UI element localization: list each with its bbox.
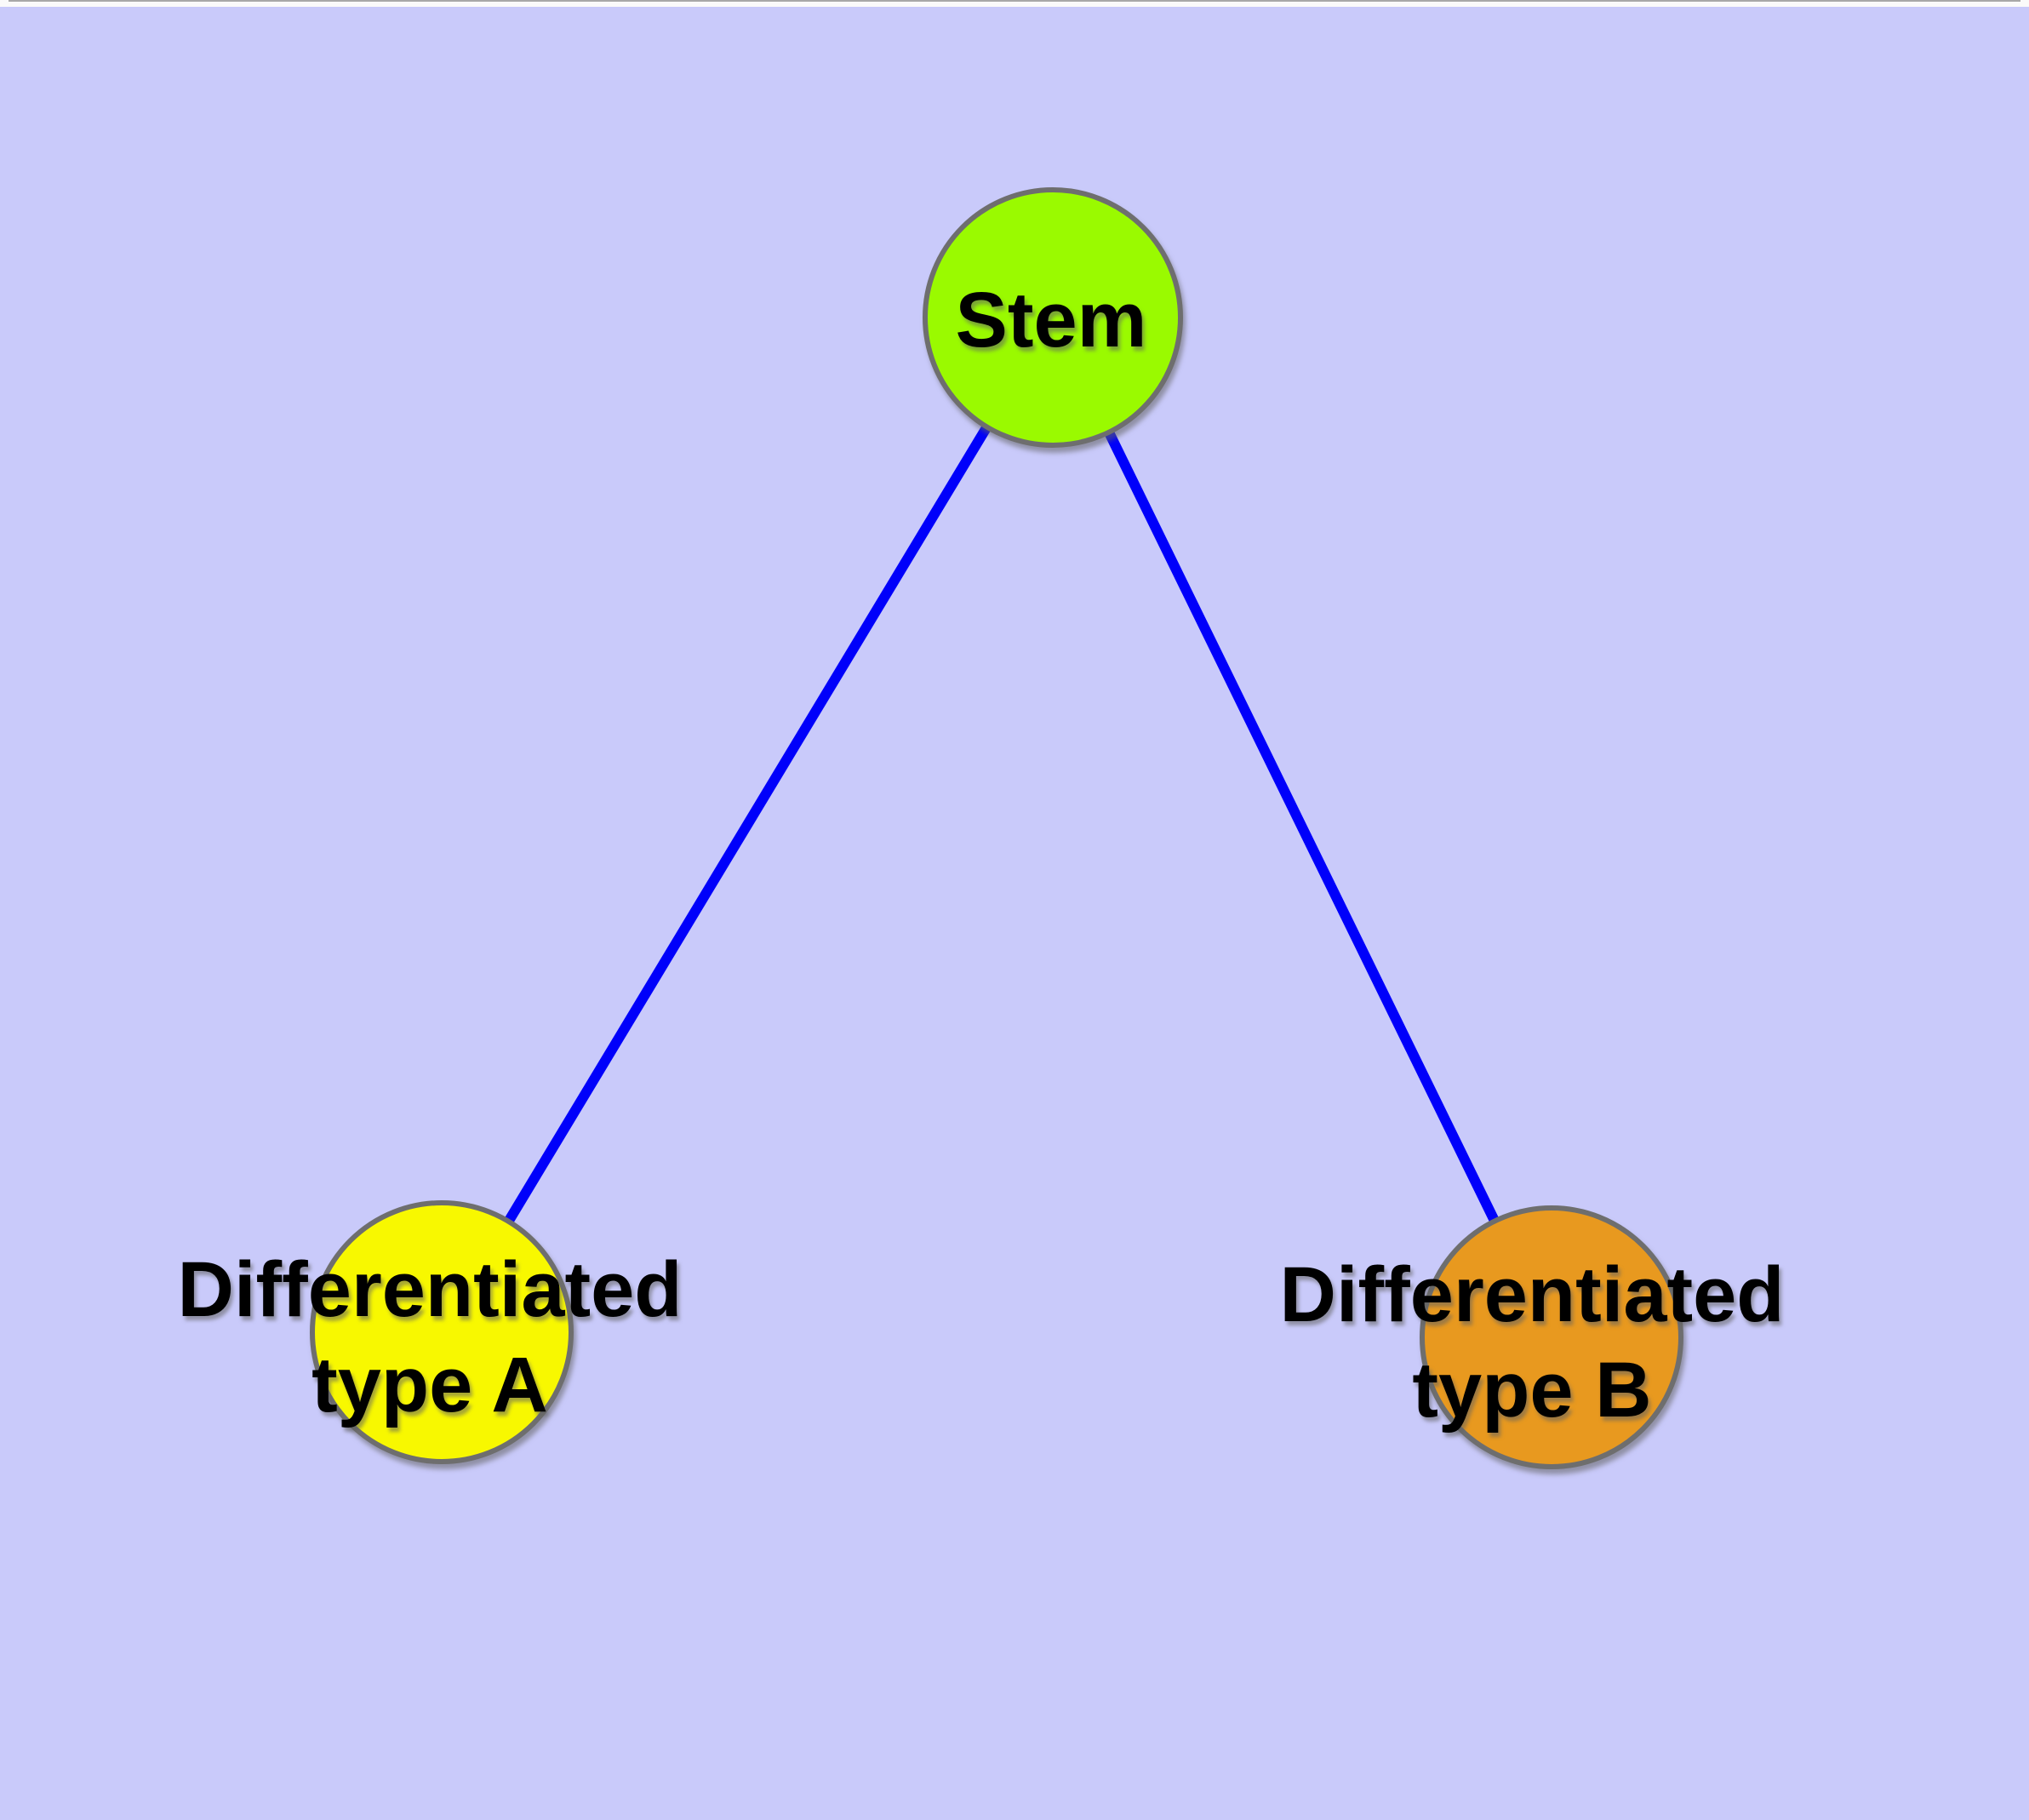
node-differentiated-type-b: Differentiated type B bbox=[1280, 1205, 1785, 1469]
node-differentiated-type-a-label-line1: Differentiated bbox=[178, 1246, 683, 1333]
node-stem-circle bbox=[923, 187, 1183, 448]
edge-stem-to-type-a bbox=[437, 314, 1058, 1336]
node-stem: Stem bbox=[923, 187, 1183, 448]
node-differentiated-type-a-circle bbox=[310, 1200, 574, 1464]
node-differentiated-type-b-label-line2: type B bbox=[1412, 1347, 1651, 1434]
node-differentiated-type-a-label-line2: type A bbox=[311, 1342, 548, 1428]
node-differentiated-type-b-circle bbox=[1420, 1205, 1683, 1469]
node-stem-label: Stem bbox=[956, 277, 1147, 363]
window-top-edge-line bbox=[9, 0, 2020, 2]
node-differentiated-type-a: Differentiated type A bbox=[178, 1200, 683, 1464]
window-top-edge bbox=[0, 0, 2029, 7]
node-differentiated-type-b-label-line1: Differentiated bbox=[1280, 1251, 1785, 1338]
edge-stem-to-type-b bbox=[1048, 315, 1557, 1340]
